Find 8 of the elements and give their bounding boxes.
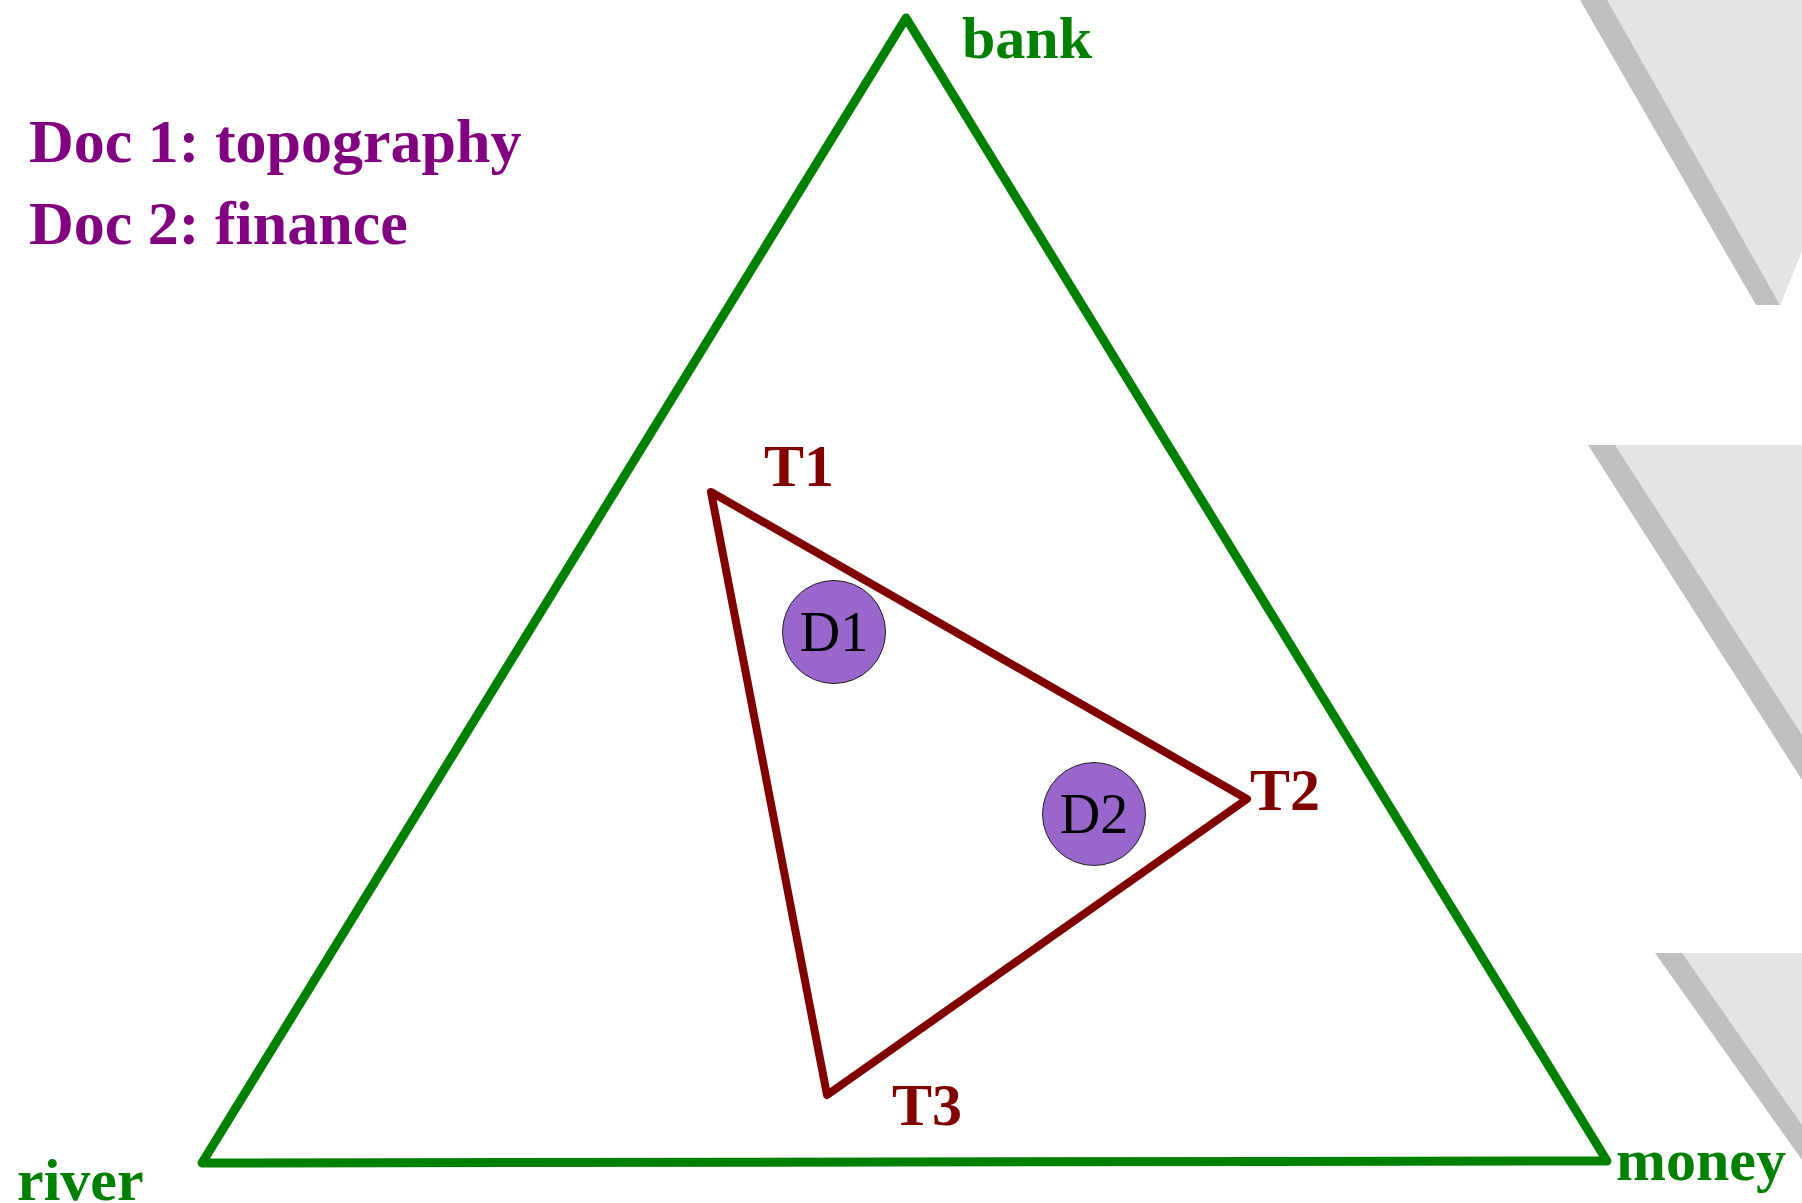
vertex-label: T3 (892, 1075, 963, 1135)
vertex-label: T2 (1250, 760, 1321, 820)
document-circle: D2 (1042, 762, 1146, 866)
vertex-label: bank (962, 8, 1093, 68)
vertex-label: T1 (764, 436, 835, 496)
document-label: Doc 2: finance (29, 192, 408, 254)
document-circle: D1 (782, 580, 886, 684)
vertex-label: river (17, 1150, 144, 1203)
